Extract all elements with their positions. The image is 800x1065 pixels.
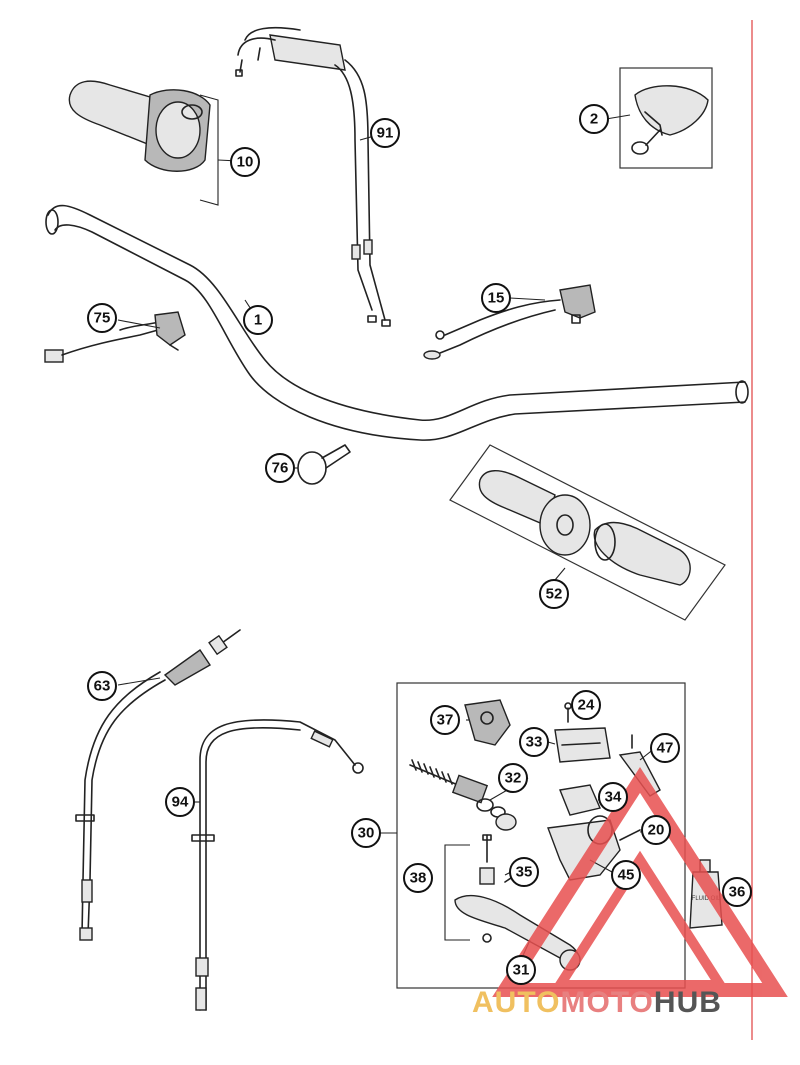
- callout-47: 47: [650, 733, 680, 763]
- left-switch: [44, 311, 186, 363]
- callout-24: 24: [571, 690, 601, 720]
- svg-text:30: 30: [358, 825, 375, 842]
- fluid-bottle-label: FLUID OIL: [692, 896, 721, 902]
- throttle-cables: [235, 26, 391, 327]
- svg-text:36: 36: [729, 884, 746, 901]
- svg-text:37: 37: [437, 712, 454, 729]
- svg-text:35: 35: [516, 864, 533, 881]
- throttle-grip-assembly: [68, 80, 219, 206]
- callout-30: 30: [351, 818, 381, 848]
- callout-33: 33: [519, 727, 549, 757]
- cable-tie: [297, 444, 351, 485]
- svg-text:24: 24: [578, 697, 595, 714]
- clamp: [464, 699, 511, 746]
- callout-32: 32: [498, 763, 528, 793]
- callout-91: 91: [370, 118, 400, 148]
- watermark-logo: [492, 767, 788, 997]
- svg-text:76: 76: [272, 460, 289, 477]
- svg-text:AUTOMOTOHUB: AUTOMOTOHUB: [472, 986, 722, 1019]
- svg-text:91: 91: [377, 125, 394, 142]
- callout-45: 45: [611, 860, 641, 890]
- master-cylinder-kit: [380, 682, 686, 989]
- svg-text:33: 33: [526, 734, 543, 751]
- callout-37: 37: [430, 705, 460, 735]
- svg-text:10: 10: [237, 154, 254, 171]
- callout-15: 15: [481, 283, 511, 313]
- svg-text:75: 75: [94, 310, 111, 327]
- svg-text:2: 2: [590, 111, 598, 128]
- svg-text:47: 47: [657, 740, 674, 757]
- brake-cable: [191, 719, 364, 1011]
- watermark-text: AUTOMOTOHUB: [472, 986, 722, 1019]
- cap-kit: [619, 67, 713, 169]
- callout-1: 1: [243, 305, 273, 335]
- callout-75: 75: [87, 303, 117, 333]
- svg-text:52: 52: [546, 586, 563, 603]
- callout-20: 20: [641, 815, 671, 845]
- handlebar: [45, 204, 749, 441]
- svg-text:32: 32: [505, 770, 522, 787]
- svg-text:45: 45: [618, 867, 635, 884]
- callout-52: 52: [539, 579, 569, 609]
- svg-text:63: 63: [94, 678, 111, 695]
- callout-76: 76: [265, 453, 295, 483]
- callout-2: 2: [579, 104, 609, 134]
- callout-63: 63: [87, 671, 117, 701]
- svg-text:31: 31: [513, 962, 530, 979]
- callout-94: 94: [165, 787, 195, 817]
- svg-text:20: 20: [648, 822, 665, 839]
- svg-text:94: 94: [172, 794, 189, 811]
- grip-set: [449, 444, 726, 621]
- svg-text:34: 34: [605, 789, 622, 806]
- watermark-part-1: AUTO: [472, 986, 560, 1019]
- callout-35: 35: [509, 857, 539, 887]
- clutch-cable: [75, 629, 241, 941]
- svg-text:38: 38: [410, 870, 427, 887]
- callout-36: 36: [722, 877, 752, 907]
- svg-text:15: 15: [488, 290, 505, 307]
- callout-38: 38: [403, 863, 433, 893]
- callout-circles: 1 2 10 15 20 24 30 31 32 33 34 35 36 37 …: [87, 104, 752, 985]
- watermark-part-2: MOTO: [560, 986, 653, 1019]
- right-switch: [423, 284, 596, 360]
- svg-text:1: 1: [254, 312, 262, 329]
- callout-10: 10: [230, 147, 260, 177]
- watermark-part-3: HUB: [654, 986, 722, 1019]
- callout-31: 31: [506, 955, 536, 985]
- callout-34: 34: [598, 782, 628, 812]
